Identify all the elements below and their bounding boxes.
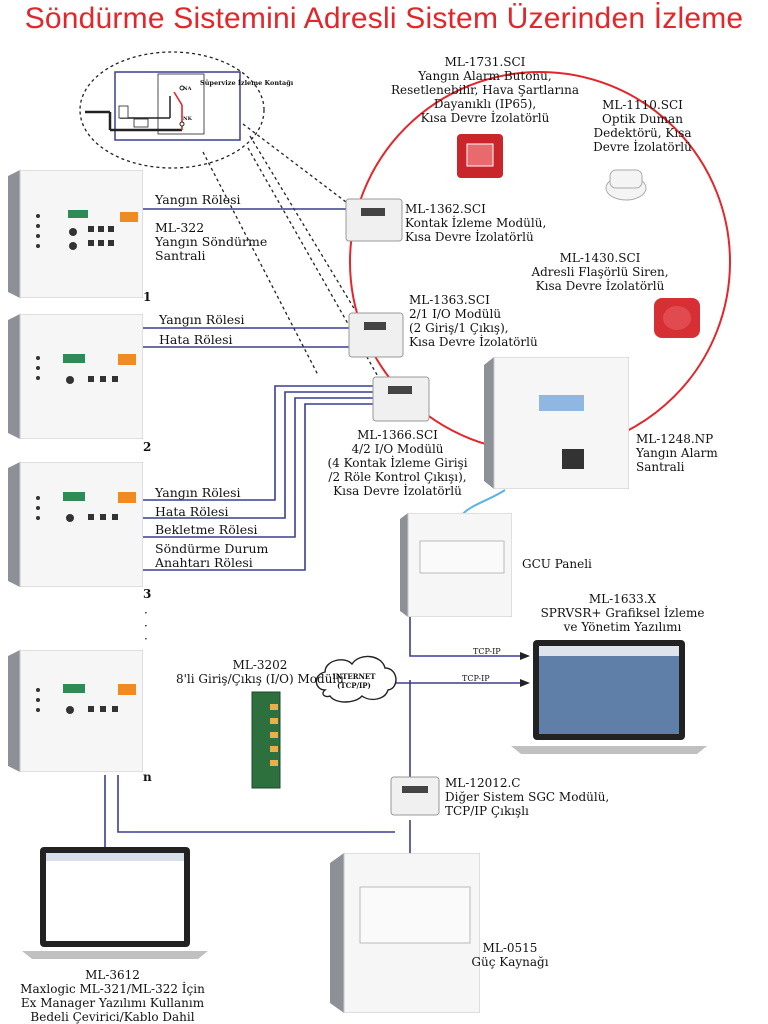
inset-contact-label: Süpervize İzleme Kontağı [200,79,294,87]
panel-1-relay-fire: Yangın Rölesi [155,192,241,207]
page-title: Söndürme Sistemini Adresli Sistem Üzerin… [24,2,744,35]
panel-2-relay-fire: Yangın Rölesi [159,312,245,327]
panel-2-relay-fault: Hata Rölesi [159,332,233,347]
panel-1-number: 1 [143,290,152,304]
inset-ellipse [79,51,265,169]
siren-1430 [654,298,700,338]
panel-3-relay-status-1: Söndürme Durum [155,541,269,556]
extinguishing-panel-n [8,650,143,772]
module-1362 [345,198,403,242]
panel-2-number: 2 [143,440,152,454]
panel-1-desc-2: Santrali [155,248,206,263]
label-internet: INTERNET(TCP/IP) [332,672,376,690]
laptop-supervisor [511,640,707,754]
label-gcu: GCU Paneli [522,557,592,571]
call-point-1731 [457,134,503,178]
label-tcpip-1: TCP-IP [473,647,501,656]
fire-alarm-panel-1248 [484,357,629,489]
panel-3-relay-fault: Hata Rölesi [155,504,229,519]
extinguishing-panel-1 [8,170,143,298]
laptop-ex-manager [22,847,208,959]
power-supply-0515 [330,853,480,1013]
extinguishing-panel-2 [8,314,143,439]
inset-na-label: NA [183,86,192,92]
arrowhead-tcpip-2 [520,679,530,687]
panel-1-name: ML-322 [155,220,205,235]
panel-3-number: 3 [143,587,152,601]
module-1363 [348,312,404,358]
gcu-panel [400,513,512,617]
inset-nk-label: NK [183,116,192,122]
internet-cloud [315,655,397,703]
module-1366 [372,376,430,422]
inset-contact-drawing [85,71,241,141]
sgc-module-12012 [390,776,440,816]
panel-ellipsis: · · · [144,606,148,646]
panel-1-desc-1: Yangın Söndürme [155,234,268,249]
label-tcpip-2: TCP-IP [462,674,490,683]
relay-lines [104,208,524,860]
arrowhead-tcpip-1 [520,652,530,660]
panel-n-number: n [143,770,152,784]
smoke-detector-1110 [605,169,647,201]
panel-3-relay-hold: Bekletme Rölesi [155,522,258,537]
panel-3-relay-fire: Yangın Rölesi [155,485,241,500]
panel-3-relay-status-2: Anahtarı Rölesi [155,555,253,570]
io-module-3202 [251,691,281,789]
extinguishing-panel-3 [8,462,143,587]
